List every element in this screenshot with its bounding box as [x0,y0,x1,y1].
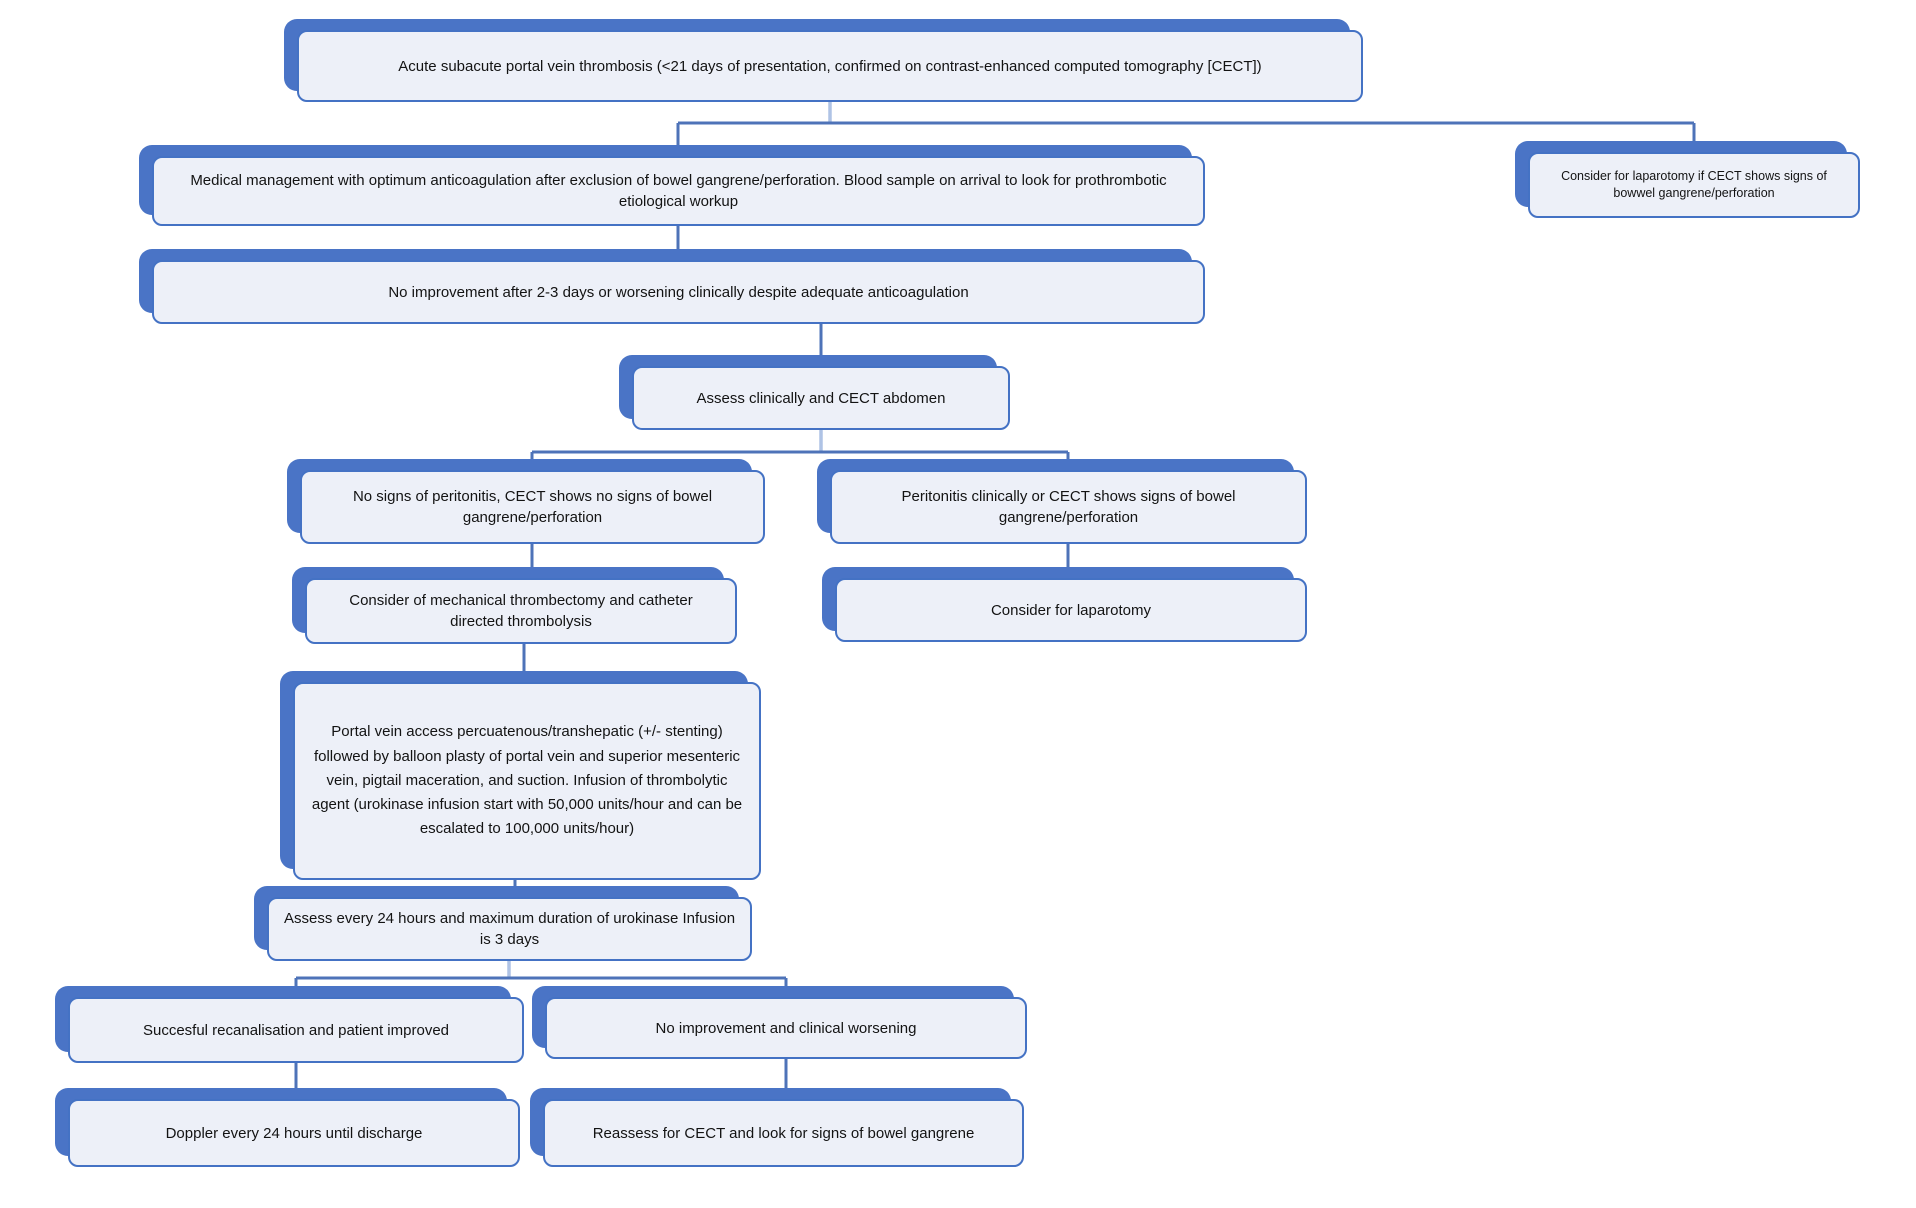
node-successful-recanalisation: Succesful recanalisation and patient imp… [55,986,524,1063]
node-portal-vein-access: Portal vein access percuatenous/transhep… [280,671,761,880]
node-text: Peritonitis clinically or CECT shows sig… [901,488,1236,526]
node-assess-24h: Assess every 24 hours and maximum durati… [254,886,752,961]
node-text: Reassess for CECT and look for signs of … [592,1124,975,1142]
node-laparotomy-if-cect: Consider for laparotomy if CECT shows si… [1515,141,1860,218]
node-text: No signs of peritonitis, CECT shows no s… [352,488,713,526]
node-text: Consider for laparotomy if CECT shows si… [1561,169,1827,200]
node-mechanical-thrombectomy: Consider of mechanical thrombectomy and … [292,567,737,644]
node-text: Acute subacute portal vein thrombosis (<… [398,57,1262,75]
node-no-improvement-2-3-days: No improvement after 2-3 days or worseni… [139,249,1205,324]
node-text: Assess clinically and CECT abdomen [696,389,946,407]
node-no-improvement-worsening: No improvement and clinical worsening [532,986,1027,1059]
node-no-peritonitis: No signs of peritonitis, CECT shows no s… [287,459,765,544]
node-text: Medical management with optimum anticoag… [190,172,1167,210]
node-text: Succesful recanalisation and patient imp… [142,1021,449,1039]
node-acute-pvt: Acute subacute portal vein thrombosis (<… [284,19,1363,102]
node-medical-management: Medical management with optimum anticoag… [139,145,1205,226]
node-assess-cect-abdomen: Assess clinically and CECT abdomen [619,355,1010,430]
node-text: Assess every 24 hours and maximum durati… [283,910,736,948]
node-text: Consider for laparotomy [990,601,1152,619]
node-text: No improvement and clinical worsening [655,1019,917,1037]
node-reassess-cect: Reassess for CECT and look for signs of … [530,1088,1024,1167]
node-text: Doppler every 24 hours until discharge [165,1124,423,1142]
node-text: No improvement after 2-3 days or worseni… [388,283,969,301]
node-doppler-24h: Doppler every 24 hours until discharge [55,1088,520,1167]
node-peritonitis: Peritonitis clinically or CECT shows sig… [817,459,1307,544]
node-text: Portal vein access percuatenous/transhep… [311,723,743,838]
node-text: Consider of mechanical thrombectomy and … [349,592,693,630]
node-consider-laparotomy: Consider for laparotomy [822,567,1307,642]
